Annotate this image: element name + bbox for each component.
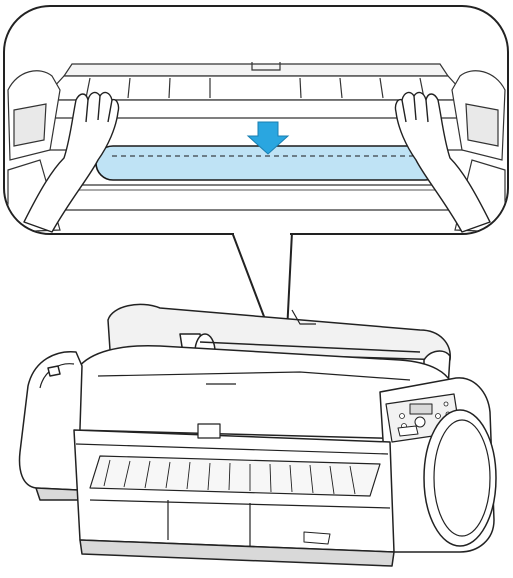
output-tray — [73, 423, 395, 567]
press-down-arrow-icon — [246, 121, 290, 155]
printer-left-side — [18, 351, 83, 501]
roll-cover — [423, 409, 497, 547]
printer-top-detail-callout — [3, 5, 509, 373]
printer-right-side — [379, 377, 497, 553]
left-side-mechanism — [7, 70, 61, 233]
display-screen — [409, 403, 433, 415]
left-hand-icon — [23, 91, 120, 233]
large-format-printer — [18, 303, 497, 567]
right-hand-icon — [394, 91, 491, 233]
